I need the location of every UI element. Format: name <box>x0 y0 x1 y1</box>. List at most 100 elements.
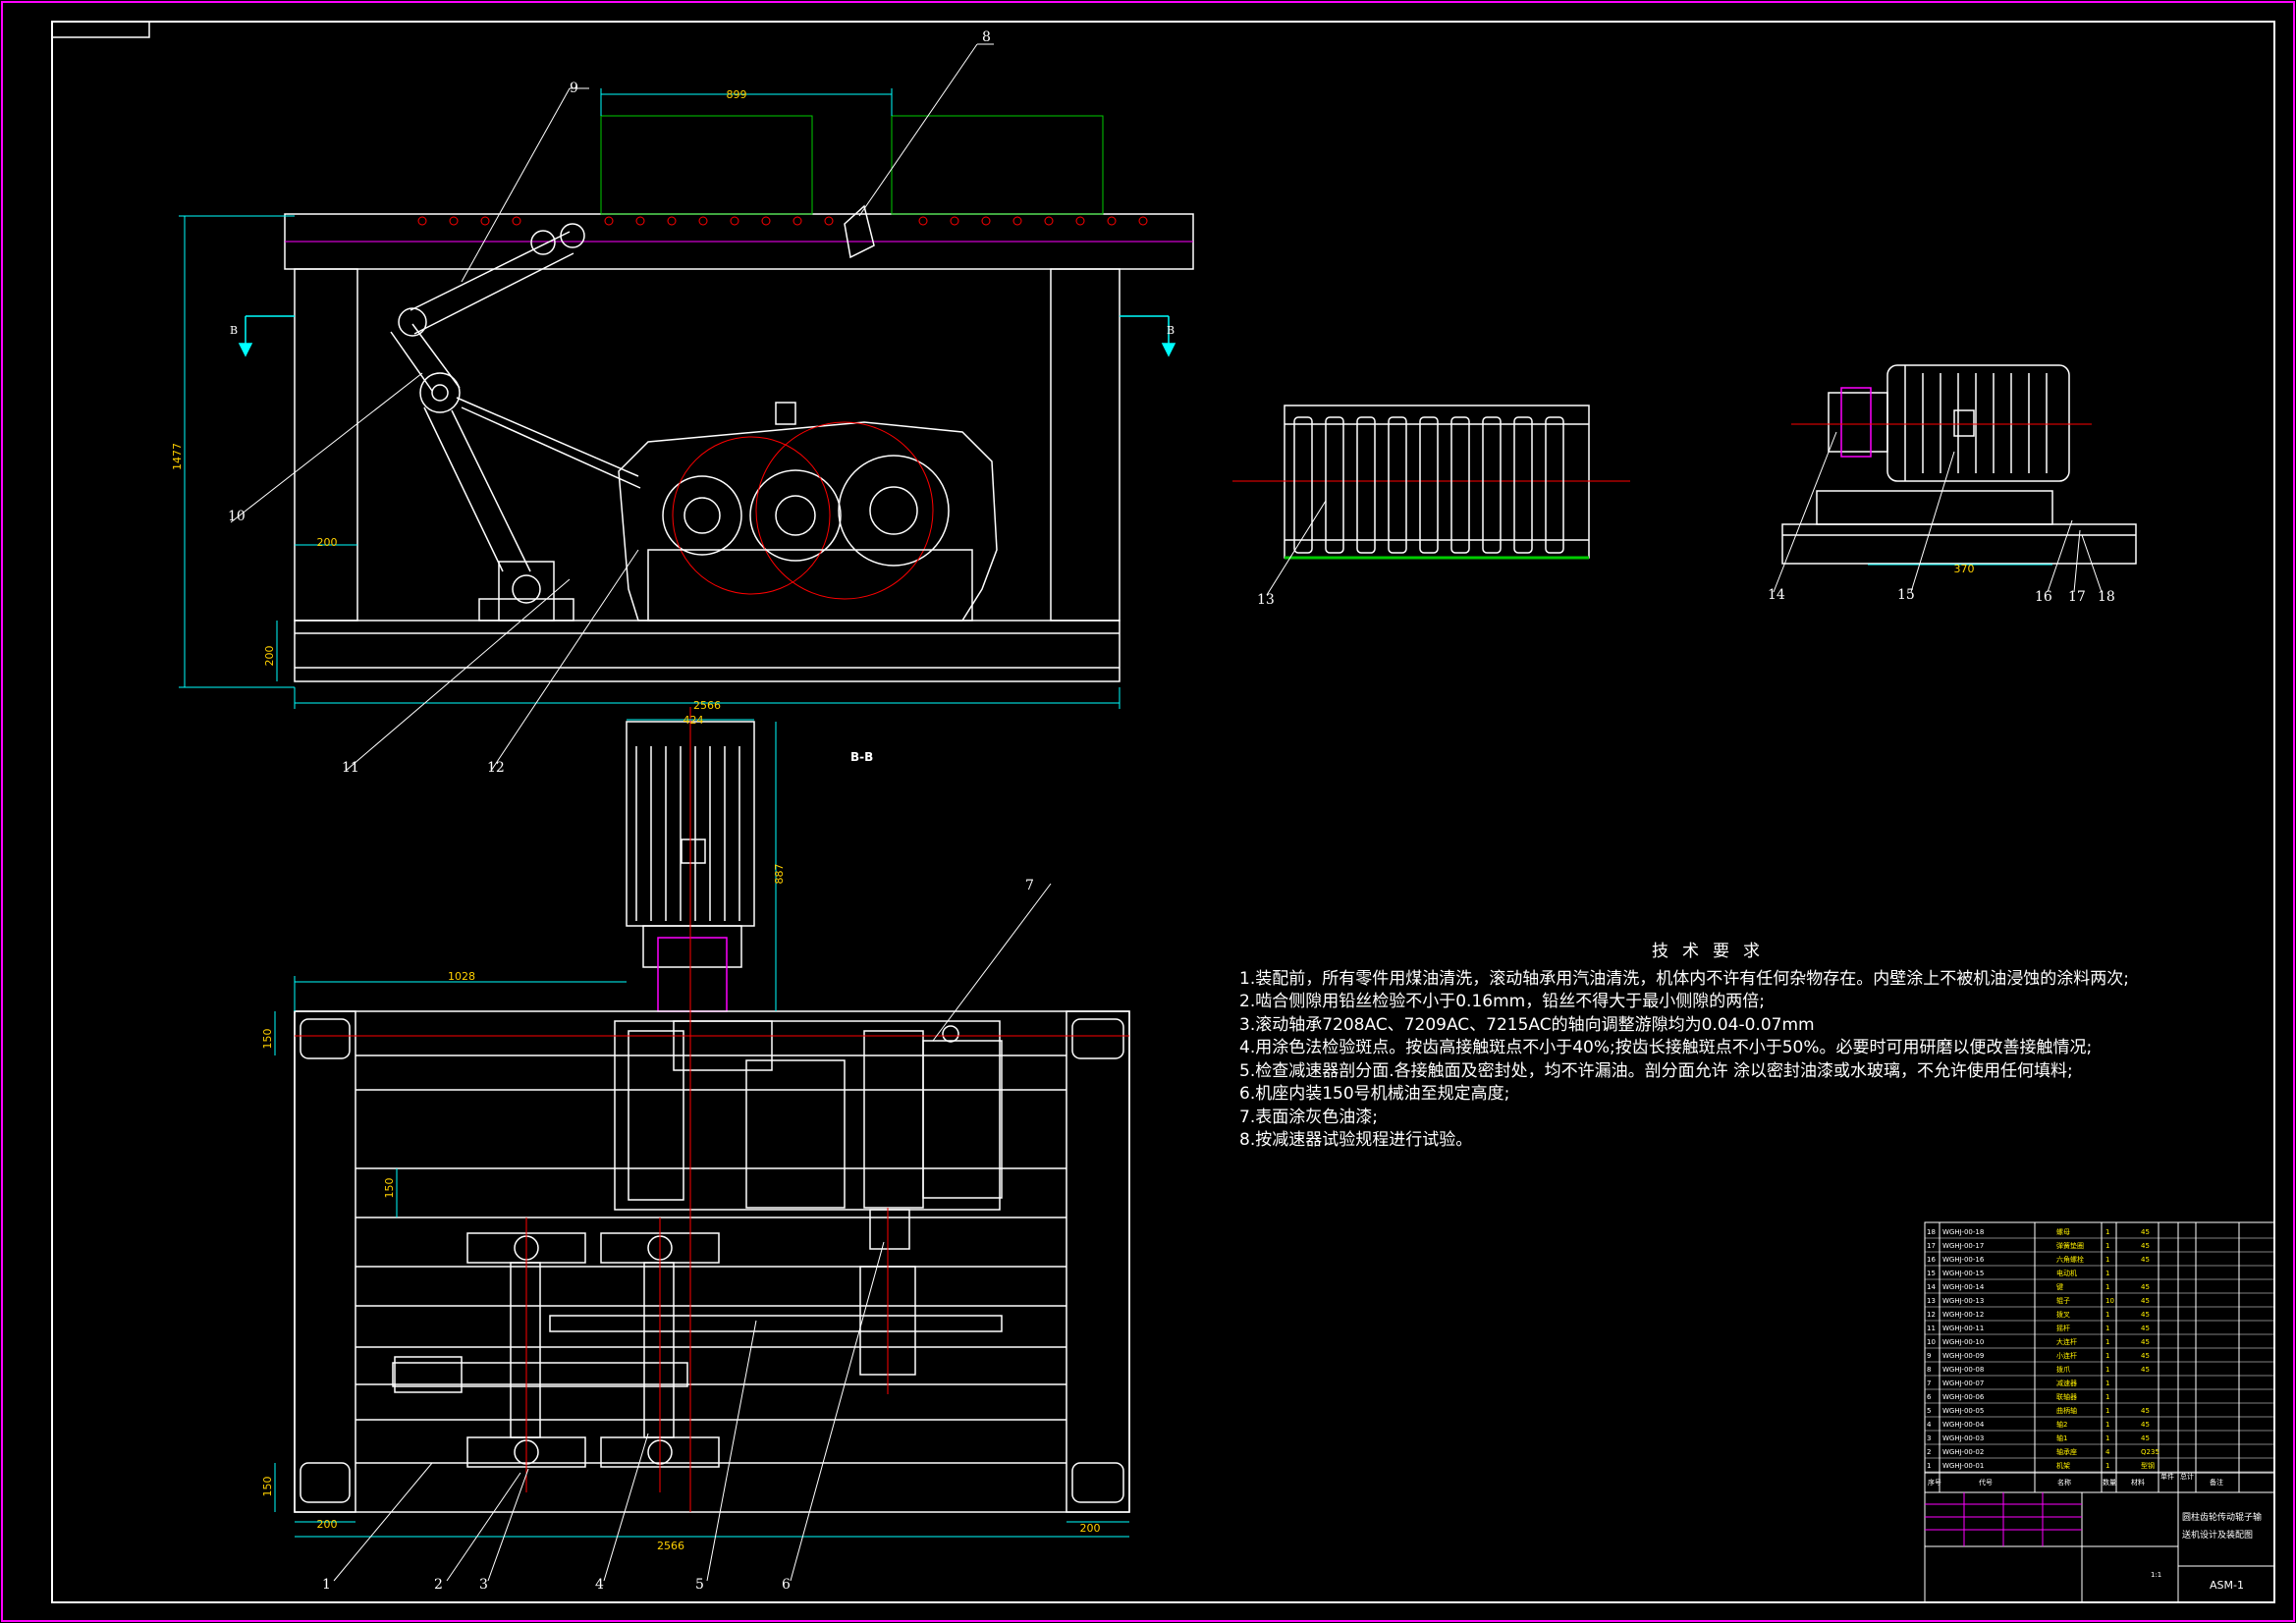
bom-cell-qty: 1 <box>2105 1228 2109 1236</box>
bom-cell-code: WGHJ-00-02 <box>1942 1448 1984 1456</box>
section-marker-left: B <box>230 324 238 337</box>
corner-stamp <box>52 22 150 38</box>
bom-cell-name: 键 <box>2056 1282 2063 1291</box>
drawing-number: ASM-1 <box>2210 1579 2244 1592</box>
bom-cell-qty: 1 <box>2105 1462 2109 1470</box>
dim-left-150-mid: 150 <box>383 1178 396 1199</box>
bom-cell-code: WGHJ-00-16 <box>1942 1256 1985 1264</box>
bom-cell-no: 5 <box>1927 1407 1931 1415</box>
bom-cell-name: 轴承座 <box>2056 1447 2077 1456</box>
bom-cell-name: 大连杆 <box>2056 1337 2077 1346</box>
front-dimensions <box>179 88 1121 709</box>
bom-cell-code: WGHJ-00-05 <box>1942 1407 1984 1415</box>
dim-front-height: 1477 <box>171 443 184 470</box>
part-label-8: 8 <box>982 29 991 45</box>
bom-cell-mat: 45 <box>2141 1242 2150 1250</box>
bom-cell-code: WGHJ-00-11 <box>1942 1325 1984 1332</box>
bom-cell-name: 轴1 <box>2056 1434 2067 1442</box>
section-marker-right: B <box>1167 324 1175 337</box>
part-label-10: 10 <box>228 509 246 524</box>
section-arrows <box>238 315 1176 357</box>
bom-cell-name: 螺母 <box>2056 1227 2070 1236</box>
title-block <box>1924 1221 2275 1603</box>
tech-item-8: 8.按减速器试验规程进行试验。 <box>1239 1130 1473 1150</box>
part-label-12: 12 <box>487 760 505 776</box>
bom-cell-name: 电动机 <box>2056 1269 2077 1277</box>
bom-cell-qty: 1 <box>2105 1242 2109 1250</box>
bom-cell-code: WGHJ-00-09 <box>1942 1352 1984 1360</box>
bom-cell-qty: 1 <box>2105 1270 2109 1277</box>
bom-cell-qty: 1 <box>2105 1352 2109 1360</box>
bom-cell-no: 4 <box>1927 1421 1932 1429</box>
bom-cell-mat: 45 <box>2141 1338 2150 1346</box>
bom-cell-qty: 1 <box>2105 1325 2109 1332</box>
bom-cell-code: WGHJ-00-06 <box>1942 1393 1985 1401</box>
bom-cell-code: WGHJ-00-15 <box>1942 1270 1984 1277</box>
part-label-5: 5 <box>695 1577 704 1593</box>
dim-motor-height: 887 <box>773 864 786 885</box>
dim-plan-right-200: 200 <box>1080 1522 1101 1535</box>
motor-side-view <box>1781 364 2137 565</box>
bom-cell-no: 17 <box>1927 1242 1936 1250</box>
bom-cell-mat: 45 <box>2141 1421 2150 1429</box>
bom-cell-name: 轴2 <box>2056 1420 2067 1429</box>
bom-cell-no: 18 <box>1927 1228 1936 1236</box>
bom-col-qty: 数量 <box>2103 1478 2116 1487</box>
bom-cell-code: WGHJ-00-07 <box>1942 1380 1984 1387</box>
section-bb-label: B-B <box>850 750 874 764</box>
bom-cell-name: 摇杆 <box>2056 1324 2070 1332</box>
bom-col-no: 序号 <box>1928 1478 1941 1487</box>
part-label-9: 9 <box>570 81 578 96</box>
bom-cell-code: WGHJ-00-10 <box>1942 1338 1984 1346</box>
bom-col-name: 名称 <box>2057 1478 2071 1487</box>
bom-cell-no: 1 <box>1927 1462 1931 1470</box>
plan-view <box>294 721 1130 1513</box>
bom-col-code: 代号 <box>1979 1478 1993 1487</box>
bom-cell-qty: 1 <box>2105 1338 2109 1346</box>
bom-cell-code: WGHJ-00-18 <box>1942 1228 1984 1236</box>
bom-cell-no: 11 <box>1927 1325 1936 1332</box>
leader-lines <box>230 43 2103 1582</box>
part-label-2: 2 <box>434 1577 443 1593</box>
dim-front-base: 200 <box>263 646 276 667</box>
dim-front-length: 2566 <box>693 699 721 712</box>
dim-front-200: 200 <box>317 536 338 549</box>
bom-cell-name: 曲柄轴 <box>2056 1406 2077 1415</box>
tech-requirements: 技术要求 1.装配前，所有零件用煤油清洗，滚动轴承用汽油清洗，机体内不许有任何杂… <box>1239 941 2221 1153</box>
bom-cell-mat: 45 <box>2141 1228 2150 1236</box>
bom-col-unit: 单件 <box>2160 1472 2174 1481</box>
tech-item-2: 2.啮合侧隙用铅丝检验不小于0.16mm，铅丝不得大于最小侧隙的两倍; <box>1239 992 1765 1011</box>
dim-left-150-top: 150 <box>261 1029 274 1050</box>
bom-col-mat: 材料 <box>2131 1478 2145 1487</box>
part-label-13: 13 <box>1257 592 1275 608</box>
bom-cell-mat: 45 <box>2141 1325 2150 1332</box>
bom-cell-qty: 1 <box>2105 1380 2109 1387</box>
dim-top-width: 899 <box>727 88 747 101</box>
bom-cell-no: 9 <box>1927 1352 1931 1360</box>
bom-cell-no: 3 <box>1927 1434 1931 1442</box>
bom-cell-name: 六角螺栓 <box>2056 1255 2084 1264</box>
bom-cell-code: WGHJ-00-08 <box>1942 1366 1984 1374</box>
bom-cell-qty: 4 <box>2105 1448 2110 1456</box>
bom-cell-code: WGHJ-00-01 <box>1942 1462 1984 1470</box>
drawing-frame <box>51 21 2275 1603</box>
bom-cell-mat: 45 <box>2141 1297 2150 1305</box>
bom-cell-name: 辊子 <box>2056 1296 2070 1305</box>
bom-cell-name: 拨爪 <box>2056 1365 2070 1374</box>
bom-cell-qty: 1 <box>2105 1256 2109 1264</box>
bom-cell-no: 7 <box>1927 1380 1931 1387</box>
bom-cell-mat: Q235 <box>2141 1448 2159 1456</box>
bom-cell-no: 8 <box>1927 1366 1931 1374</box>
bom-cell-mat: 45 <box>2141 1352 2150 1360</box>
bom-cell-qty: 10 <box>2105 1297 2114 1305</box>
dim-plan-length: 2566 <box>657 1540 684 1552</box>
tech-item-1: 1.装配前，所有零件用煤油清洗，滚动轴承用汽油清洗，机体内不许有任何杂物存在。内… <box>1239 968 2129 989</box>
part-label-14: 14 <box>1768 587 1785 603</box>
bom-cell-mat: 45 <box>2141 1366 2150 1374</box>
bom-cell-name: 弹簧垫圈 <box>2056 1241 2084 1250</box>
bom-cell-qty: 1 <box>2105 1407 2109 1415</box>
part-label-4: 4 <box>595 1577 604 1593</box>
bom-cell-code: WGHJ-00-17 <box>1942 1242 1984 1250</box>
part-label-3: 3 <box>479 1577 488 1593</box>
